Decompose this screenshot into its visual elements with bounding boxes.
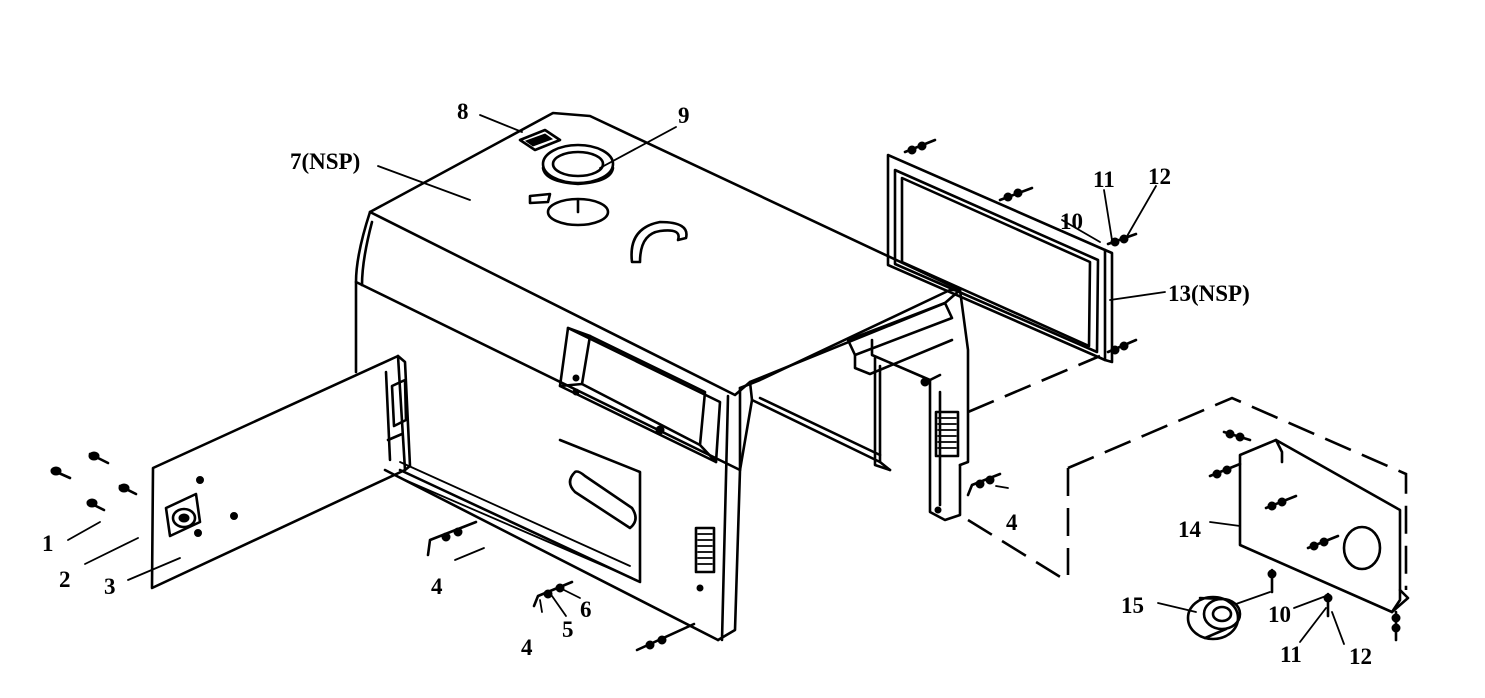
louvre-vent — [694, 526, 716, 574]
callout-12-cover: 12 — [1148, 164, 1171, 189]
plate-14 — [1238, 438, 1410, 614]
callout-1: 1 — [42, 531, 54, 556]
cap-15 — [1186, 595, 1242, 641]
callout-9: 9 — [678, 103, 690, 128]
callout-4-door: 4 — [431, 574, 443, 599]
door-latch — [164, 492, 202, 538]
callout-5: 5 — [562, 617, 574, 642]
callout-13: 13(NSP) — [1168, 281, 1250, 306]
ring-9 — [541, 143, 615, 186]
callout-10-cover: 10 — [1060, 209, 1083, 234]
callout-11-plate: 11 — [1280, 642, 1302, 667]
callout-15: 15 — [1121, 593, 1144, 618]
phantom-lines — [967, 354, 1408, 590]
callout-8: 8 — [457, 99, 469, 124]
callout-11-cover: 11 — [1093, 167, 1115, 192]
clip-8 — [518, 128, 562, 152]
callout-6: 6 — [580, 597, 592, 622]
leader-lines — [67, 114, 1345, 645]
callout-7: 7(NSP) — [290, 149, 361, 174]
callout-14: 14 — [1178, 517, 1201, 542]
side-door — [150, 354, 412, 590]
callout-4-bottom: 4 — [521, 635, 533, 660]
callout-10-plate: 10 — [1268, 602, 1291, 627]
callout-2: 2 — [59, 567, 71, 592]
housing — [354, 111, 962, 642]
callout-4-rear: 4 — [1006, 510, 1018, 535]
cover-13 — [886, 153, 1114, 364]
fasteners — [50, 138, 1401, 652]
rear-frame — [738, 288, 970, 522]
callout-3: 3 — [104, 574, 116, 599]
callout-12-plate: 12 — [1349, 644, 1372, 669]
